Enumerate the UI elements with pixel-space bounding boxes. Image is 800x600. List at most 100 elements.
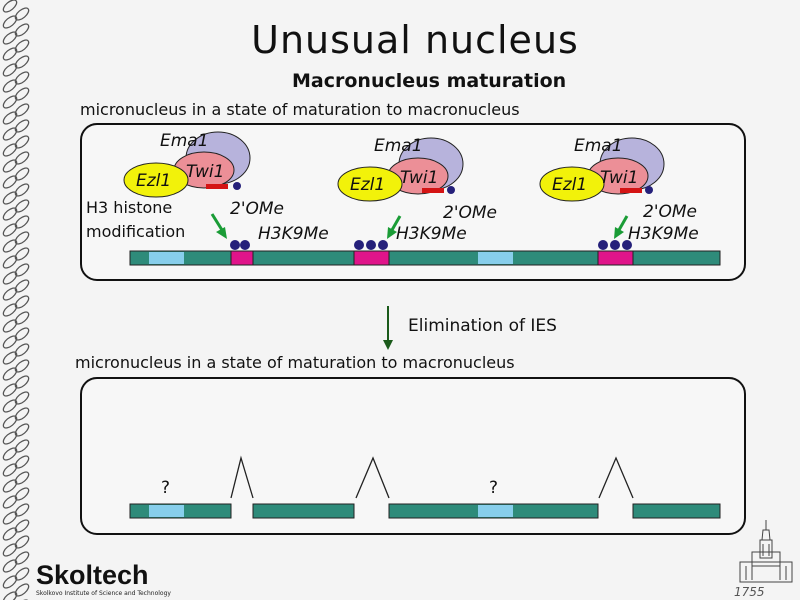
chain-link (2, 383, 18, 397)
ome-label: 2'OMe (643, 202, 697, 222)
chain-link (14, 391, 30, 405)
chain-link (2, 207, 18, 221)
logo-text: Skoltech (36, 560, 149, 590)
methyl-dot (378, 240, 388, 250)
chain-link (14, 519, 30, 533)
chain-link (2, 175, 18, 189)
chain-link (2, 431, 18, 445)
chain-link (14, 55, 30, 69)
unknown-mark: ? (489, 478, 499, 498)
chain-link (2, 159, 18, 173)
chain-link (14, 231, 30, 245)
chain-link (2, 63, 18, 77)
chain-link (2, 287, 18, 301)
h3k9-label: H3K9Me (258, 224, 329, 244)
dna-segment (632, 503, 721, 519)
green-arrow (617, 215, 629, 231)
srna-bar (206, 184, 228, 189)
chain-link (14, 535, 30, 549)
excision-peaks (230, 455, 634, 499)
chain-link (14, 471, 30, 485)
chain-link (14, 439, 30, 453)
chain-link (14, 247, 30, 261)
chain-link (14, 567, 30, 581)
chain-link (2, 591, 18, 600)
methyl-dot (354, 240, 364, 250)
mds-gap-segment (478, 505, 513, 517)
ema1-label: Ema1 (160, 131, 209, 151)
h3k9-label: H3K9Me (396, 224, 467, 244)
excision-peak (355, 456, 390, 499)
chain-link (14, 71, 30, 85)
chain-link (2, 303, 18, 317)
chain-link (14, 295, 30, 309)
chain-link (14, 263, 30, 277)
chain-link (2, 511, 18, 525)
chain-link (14, 551, 30, 565)
chain-link (2, 15, 18, 29)
dna-segment (129, 250, 721, 266)
chain-link (2, 223, 18, 237)
chain-link (2, 143, 18, 157)
chain-link (14, 167, 30, 181)
chain-link (14, 503, 30, 517)
chain-link (2, 111, 18, 125)
chain-link (14, 119, 30, 133)
green-arrow (390, 215, 402, 231)
chain-link (14, 151, 30, 165)
chain-link (14, 7, 30, 21)
ezl1-label: Ezl1 (136, 171, 172, 191)
chain-link (2, 95, 18, 109)
chain-link (14, 455, 30, 469)
methyl-dot (598, 240, 608, 250)
chain-link (14, 103, 30, 117)
excision-peak (598, 456, 634, 499)
bottom-panel (80, 377, 746, 535)
chain-link (2, 79, 18, 93)
chain-link (14, 215, 30, 229)
ies-segment (230, 250, 254, 266)
page-title: Unusual nucleus (251, 18, 579, 62)
chain-link (14, 423, 30, 437)
chain-link (2, 319, 18, 333)
ezl1-label: Ezl1 (350, 175, 386, 195)
h3k9-label: H3K9Me (628, 224, 699, 244)
elimination-arrow (383, 306, 393, 350)
top-dna-strand (129, 250, 721, 266)
chain-link (14, 343, 30, 357)
ies-segment (353, 250, 390, 266)
chain-link (2, 559, 18, 573)
ezl1-protein (123, 162, 189, 198)
chain-link (14, 375, 30, 389)
ezl1-label: Ezl1 (552, 175, 588, 195)
twi1-label: Twi1 (186, 162, 225, 182)
chain-link (14, 87, 30, 101)
chain-link (2, 367, 18, 381)
mds-gap-segment (478, 252, 513, 264)
srna-cap (645, 186, 653, 194)
complex-1 (123, 131, 251, 198)
ema1-label: Ema1 (374, 136, 423, 156)
ome-label: 2'OMe (443, 203, 497, 223)
chain-link (2, 0, 18, 13)
srna-bar (620, 188, 642, 193)
chain-link (14, 487, 30, 501)
page-subtitle: Macronucleus maturation (292, 70, 567, 92)
unknown-mark: ? (161, 478, 171, 498)
chain-link (2, 239, 18, 253)
methyl-dot (230, 240, 240, 250)
srna-bar (422, 188, 444, 193)
elimination-label: Elimination of IES (408, 316, 557, 336)
chain-link (2, 543, 18, 557)
ome-label: 2'OMe (230, 199, 284, 219)
twi1-label: Twi1 (600, 168, 639, 188)
mds-gap-segment (149, 505, 184, 517)
green-arrow (210, 213, 224, 231)
chain-link (2, 463, 18, 477)
ezl1-protein (539, 166, 605, 202)
bottom-caption: micronucleus in a state of maturation to… (75, 353, 515, 372)
chain-link (14, 183, 30, 197)
ies-segment (597, 250, 634, 266)
chain-link (2, 255, 18, 269)
